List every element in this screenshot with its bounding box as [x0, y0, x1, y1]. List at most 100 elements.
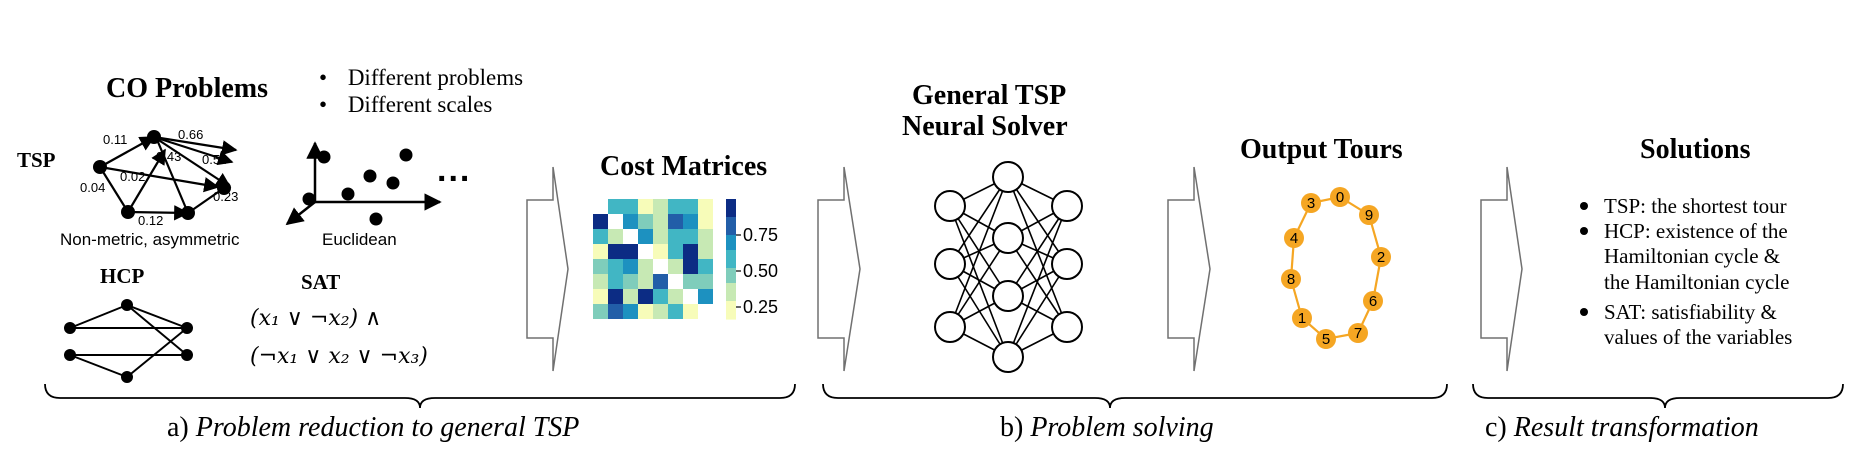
heatmap-cell	[608, 199, 623, 214]
tour-node-label: 2	[1377, 249, 1385, 266]
tour-node	[1330, 187, 1350, 207]
edge-weight: 0.23	[213, 189, 239, 204]
nonmetric-caption: Non-metric, asymmetric	[60, 230, 240, 249]
colorbar-segment	[726, 295, 736, 299]
tour-node	[1363, 291, 1383, 311]
heatmap-cell	[683, 304, 698, 319]
solver-title-line-2: Neural Solver	[902, 111, 1068, 142]
heatmap-cell	[698, 229, 713, 244]
tour-node-label: 7	[1354, 325, 1362, 342]
nn-neuron	[992, 222, 1024, 254]
sat-formula-line-1: (x₁ ∨ ¬x₂) ∧	[250, 306, 382, 331]
stage-caption-c: c) Result transformation	[1485, 414, 1759, 442]
heatmap-cell	[668, 229, 683, 244]
heatmap-cell	[668, 259, 683, 274]
heatmap-cell	[683, 229, 698, 244]
heatmap-cell	[638, 244, 653, 259]
stage-caption-b: b) Problem solving	[1000, 414, 1214, 442]
hcp-nodes	[64, 299, 193, 383]
neural-net-nodes	[934, 161, 1083, 373]
heatmap-cell	[668, 289, 683, 304]
solution-item-sat: SAT: satisfiability &	[1604, 300, 1777, 324]
colorbar-tick-label: 0.75	[743, 225, 779, 245]
heatmap-cell	[623, 199, 638, 214]
block-arrow-4	[1480, 166, 1523, 372]
colorbar-segment	[726, 211, 736, 215]
solutions-title: Solutions	[1640, 134, 1751, 165]
nn-edge	[949, 263, 1009, 358]
heatmap-cell	[653, 244, 668, 259]
solver-title-line-1: General TSP	[912, 80, 1067, 111]
heatmap-cell	[653, 289, 668, 304]
tour-node	[1359, 205, 1379, 225]
heatmap-cell	[698, 244, 713, 259]
colorbar-segment	[726, 283, 736, 287]
nn-edge	[949, 176, 1009, 265]
nn-neuron	[992, 280, 1024, 312]
tour-node	[1281, 269, 1301, 289]
solution-item-tsp: TSP: the shortest tour	[1604, 194, 1787, 218]
colorbar-segment	[726, 229, 736, 233]
solution-item-sat-cont: values of the variables	[1604, 325, 1793, 349]
edge-weight: 0.66	[178, 127, 204, 142]
colorbar-segment	[726, 298, 736, 302]
stage-label: Problem solving	[1030, 412, 1214, 443]
colorbar-segment	[726, 256, 736, 260]
bullet-dot: •	[319, 65, 328, 90]
colorbar-segment	[726, 259, 736, 263]
heatmap-cell	[593, 259, 608, 274]
heatmap-cell	[623, 214, 638, 229]
stage-prefix: c)	[1485, 412, 1514, 443]
nn-neuron	[1051, 190, 1083, 222]
colorbar-segment	[726, 304, 736, 308]
stage-prefix: a)	[167, 412, 196, 443]
solution-item-hcp-cont: the Hamiltonian cycle	[1604, 270, 1790, 294]
heatmap-cell	[668, 199, 683, 214]
hcp-label: HCP	[100, 264, 145, 288]
heatmap-cell	[608, 214, 623, 229]
tour-node	[1371, 247, 1391, 267]
co-problems-title: CO Problems	[106, 73, 269, 104]
sat-label: SAT	[301, 270, 341, 294]
euclidean-points	[302, 148, 413, 226]
colorbar-segment	[726, 265, 736, 269]
colorbar-segment	[726, 232, 736, 236]
heatmap-cell	[683, 259, 698, 274]
colorbar-segment	[726, 274, 736, 278]
brace-a	[44, 383, 796, 409]
stage-caption-a: a) Problem reduction to general TSP	[167, 414, 579, 442]
solution-item-hcp: HCP: existence of the	[1604, 219, 1788, 243]
colorbar-segment	[726, 223, 736, 227]
tour-node-label: 3	[1307, 195, 1315, 212]
nn-edge	[949, 176, 1009, 328]
colorbar-segment	[726, 226, 736, 230]
colorbar-segment	[726, 262, 736, 266]
bullet-dot: •	[319, 92, 328, 117]
solution-item-hcp-cont: Hamiltonian cycle &	[1604, 244, 1781, 268]
nn-edge	[949, 237, 1009, 328]
tsp-label: TSP	[17, 148, 56, 172]
heatmap-cell	[623, 259, 638, 274]
tsp-graph-nodes	[93, 130, 231, 220]
heatmap-cell	[653, 304, 668, 319]
colorbar-tick-label: 0.25	[743, 297, 779, 317]
nn-neuron	[1051, 248, 1083, 280]
colorbar-segment	[726, 214, 736, 218]
tour-node-label: 6	[1369, 293, 1377, 310]
colorbar-segment	[726, 238, 736, 242]
tour-node-label: 4	[1290, 230, 1298, 247]
heatmap-cell	[593, 244, 608, 259]
hcp-graph	[69, 304, 188, 378]
nn-neuron	[934, 248, 966, 280]
edge-weight: 0.02	[120, 169, 146, 184]
heatmap-cell	[623, 244, 638, 259]
heatmap-cell	[623, 289, 638, 304]
heatmap-cell	[683, 274, 698, 289]
colorbar-segment	[726, 247, 736, 251]
tour-node	[1301, 193, 1321, 213]
heatmap-cell	[638, 259, 653, 274]
nn-neuron	[992, 341, 1024, 373]
heatmap-cell	[608, 229, 623, 244]
heatmap-cell	[638, 274, 653, 289]
